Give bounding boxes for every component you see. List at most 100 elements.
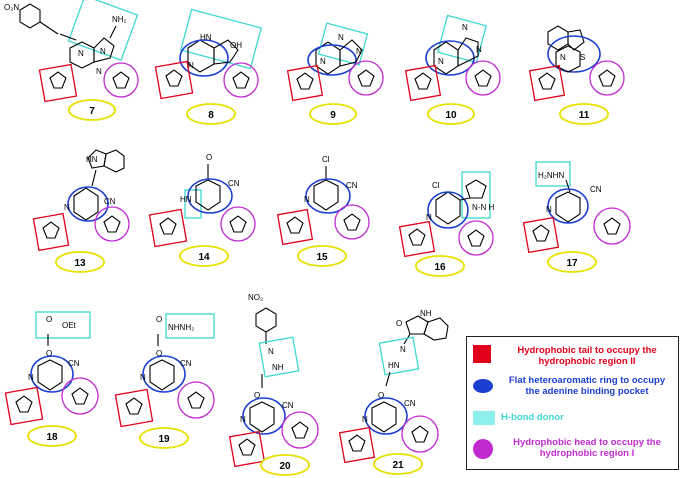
compound-18: O OEt O N CN 18 — [4, 311, 99, 447]
atom-cn: CN — [282, 401, 294, 410]
legend: Hydrophobic tail to occupy the hydrophob… — [466, 336, 679, 470]
atom-n2: N — [476, 45, 482, 54]
label-oval — [297, 245, 347, 267]
atom-cn: CN — [68, 359, 80, 368]
atom-n: N — [546, 205, 552, 214]
compound-9: N N N 9 — [286, 22, 384, 125]
tail-box — [404, 64, 442, 102]
legend-text-purple: Hydrophobic head to occupy the hydrophob… — [513, 437, 661, 459]
atom-cl: Cl — [322, 155, 330, 164]
label-oval — [415, 255, 465, 277]
tail-box — [276, 208, 314, 246]
head-circle — [281, 411, 319, 449]
atom-n3: N — [96, 67, 102, 76]
atom-n1: N — [78, 49, 84, 58]
compound-label: 19 — [158, 434, 170, 445]
atom-oet-o: O — [46, 315, 52, 324]
atom-hn: HN — [388, 361, 400, 370]
compound-15: Cl N CN 15 — [276, 155, 370, 267]
atom-n3: N — [320, 57, 326, 66]
head-circle — [223, 62, 259, 98]
atom-cn: CN — [180, 359, 192, 368]
atom-cn: CN — [590, 185, 602, 194]
legend-row-cyan: H-bond donor — [467, 405, 678, 435]
label-oval — [139, 427, 189, 449]
atom-cn: CN — [104, 197, 116, 206]
tail-box — [32, 212, 70, 252]
atom-amine: NH₂ — [112, 15, 127, 24]
atom-o: O — [254, 391, 260, 400]
hetero-oval — [242, 397, 286, 435]
compound-10: N N N 10 — [404, 14, 501, 125]
compound-label: 16 — [434, 262, 446, 273]
atom-cn: CN — [228, 179, 240, 188]
label-oval — [179, 245, 229, 267]
atom-n: N — [362, 415, 368, 424]
tail-box — [286, 64, 324, 102]
atom-n: N — [188, 61, 194, 70]
compound-label: 8 — [208, 110, 214, 121]
head-circle — [94, 206, 130, 242]
atom-n1: N — [338, 33, 344, 42]
legend-text-cyan: H-bond donor — [501, 412, 564, 423]
hetero-oval — [142, 355, 186, 393]
legend-text-red: Hydrophobic tail to occupy the hydrophob… — [517, 345, 657, 367]
atom-o-carbonyl: O — [396, 319, 402, 328]
hbond-box — [317, 22, 369, 66]
head-circle — [220, 206, 256, 242]
atom-hz: NHNH₂ — [168, 323, 194, 332]
compound-label: 10 — [445, 110, 457, 121]
compound-7: O₂N NH₂ N N N 7 — [4, 0, 139, 121]
purple-circle-icon — [473, 439, 493, 459]
atom-nh: NH — [420, 309, 432, 318]
compound-label: 11 — [579, 110, 590, 121]
tail-box — [4, 386, 44, 426]
red-square-icon — [473, 345, 491, 363]
label-oval — [260, 454, 310, 476]
hbond-box — [535, 161, 571, 187]
atom-nh: HN — [200, 33, 212, 42]
tail-box — [522, 216, 560, 254]
hetero-oval — [547, 188, 589, 224]
label-oval — [186, 103, 236, 125]
atom-hz: H₂NHN — [538, 171, 564, 180]
legend-row-red: Hydrophobic tail to occupy the hydrophob… — [467, 341, 678, 371]
compound-label: 14 — [198, 252, 210, 263]
head-circle — [334, 204, 370, 240]
hetero-oval — [30, 355, 74, 393]
head-circle — [103, 62, 139, 98]
compound-11: N S 11 — [528, 25, 625, 125]
compound-16: Cl N-N H N 16 — [398, 171, 494, 277]
label-oval — [559, 103, 609, 125]
blue-oval-icon — [473, 379, 493, 393]
head-circle — [401, 415, 439, 453]
hetero-oval — [547, 35, 601, 73]
label-oval — [68, 99, 116, 121]
atom-n3: N — [438, 57, 444, 66]
compound-21: O NH N HN O N CN 21 — [338, 309, 449, 475]
compound-label: 9 — [330, 110, 336, 121]
atom-o: O — [378, 391, 384, 400]
atom-cn: CN — [404, 399, 416, 408]
hbond-box — [184, 189, 202, 219]
atom-hz-o: O — [156, 315, 162, 324]
hbond-box — [67, 0, 139, 61]
label-oval — [27, 425, 77, 447]
head-circle — [465, 60, 501, 96]
head-circle — [61, 377, 99, 415]
atom-nitro: O₂N — [4, 3, 19, 12]
compound-label: 21 — [392, 460, 404, 471]
tail-box — [398, 220, 436, 258]
atom-n1: N — [462, 23, 468, 32]
hbond-box — [378, 336, 420, 376]
atom-s: S — [580, 53, 585, 62]
label-oval — [547, 251, 597, 273]
atom-hn: HN — [86, 155, 98, 164]
compound-label: 20 — [279, 461, 291, 472]
head-circle — [348, 60, 384, 96]
legend-text-blue: Flat heteroaromatic ring to occupy the a… — [508, 375, 666, 397]
hetero-oval — [67, 186, 109, 222]
label-oval — [55, 251, 105, 273]
atom-n: N — [140, 373, 146, 382]
